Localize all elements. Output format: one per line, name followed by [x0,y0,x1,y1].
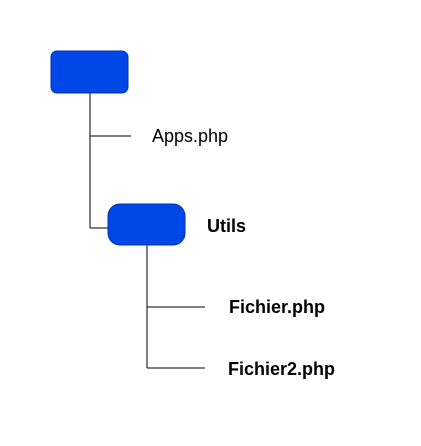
utils-folder-node[interactable] [107,203,186,246]
fichier-file-label[interactable]: Fichier.php [229,297,326,317]
apps-file-label[interactable]: Apps.php [152,126,229,146]
fichier2-file-label[interactable]: Fichier2.php [228,359,336,379]
utils-folder-label[interactable]: Utils [207,216,247,236]
root-folder-node[interactable] [50,50,129,94]
